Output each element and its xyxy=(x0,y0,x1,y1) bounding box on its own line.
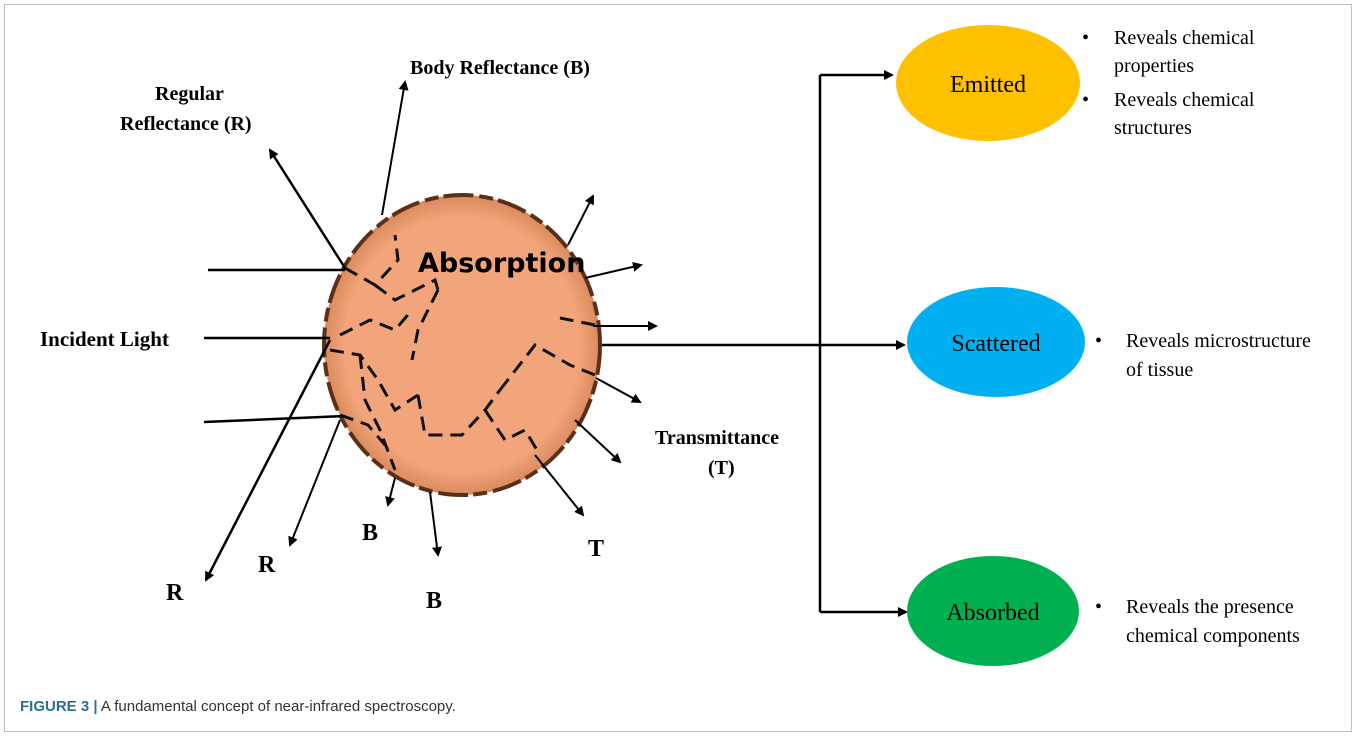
regular-reflectance-label-line1: Regular xyxy=(155,83,224,105)
body-reflectance-arrow-upper xyxy=(381,80,409,216)
incident-light-label: Incident Light xyxy=(40,327,169,351)
regular-reflectance-arrow-r2 xyxy=(288,419,341,547)
absorbed-ellipse xyxy=(907,556,1079,666)
emitted-bullet-2-line1: Reveals chemical xyxy=(1114,89,1255,111)
figure-caption-label: FIGURE 3 | xyxy=(20,698,98,715)
absorption-label: Absorption xyxy=(418,248,585,279)
emitted-bullet-2-symbol: • xyxy=(1082,89,1089,111)
regular-reflectance-label-line2: Reflectance (R) xyxy=(120,113,252,135)
figure-caption-text: A fundamental concept of near-infrared s… xyxy=(97,698,456,715)
absorbed-label: Absorbed xyxy=(946,600,1039,626)
absorbing-sample-sphere xyxy=(322,193,602,497)
transmittance-arrows xyxy=(534,194,658,517)
b-label-2: B xyxy=(426,588,442,614)
scattered-bullet-line1: Reveals microstructure xyxy=(1126,330,1311,352)
absorbed-bullet-symbol: • xyxy=(1095,596,1102,618)
regular-reflectance-arrow-upper xyxy=(268,148,347,269)
emitted-bullet-1-line2: properties xyxy=(1114,55,1194,77)
absorbed-bullet-line2: chemical components xyxy=(1126,625,1300,647)
regular-reflectance-arrow-r1 xyxy=(204,339,332,582)
emitted-ellipse xyxy=(896,25,1080,141)
b-label-1: B xyxy=(362,520,378,546)
scattered-ellipse xyxy=(907,287,1085,397)
transmittance-label-line2: (T) xyxy=(708,457,735,479)
outcome-connector xyxy=(602,70,908,617)
r-label-1: R xyxy=(166,580,184,606)
body-reflectance-arrow-b2 xyxy=(429,491,442,557)
scattered-label: Scattered xyxy=(951,331,1040,357)
incident-light-rays xyxy=(203,268,346,424)
r-label-2: R xyxy=(258,552,276,578)
internal-scattering-paths xyxy=(329,234,596,471)
emitted-bullet-2-line2: structures xyxy=(1114,117,1192,139)
t-label: T xyxy=(588,536,604,562)
figure-frame xyxy=(4,4,1352,732)
emitted-bullet-1-symbol: • xyxy=(1082,27,1089,49)
figure-caption: FIGURE 3 | A fundamental concept of near… xyxy=(20,698,456,715)
body-reflectance-label: Body Reflectance (B) xyxy=(410,57,590,79)
scattered-bullet-symbol: • xyxy=(1095,330,1102,352)
scattered-bullet-line2: of tissue xyxy=(1126,359,1193,381)
emitted-bullet-1-line1: Reveals chemical xyxy=(1114,27,1255,49)
absorbed-bullet-line1: Reveals the presence xyxy=(1126,596,1294,618)
emitted-label: Emitted xyxy=(950,72,1026,98)
body-reflectance-arrow-b1 xyxy=(385,477,396,507)
transmittance-label-line1: Transmittance xyxy=(655,427,779,449)
